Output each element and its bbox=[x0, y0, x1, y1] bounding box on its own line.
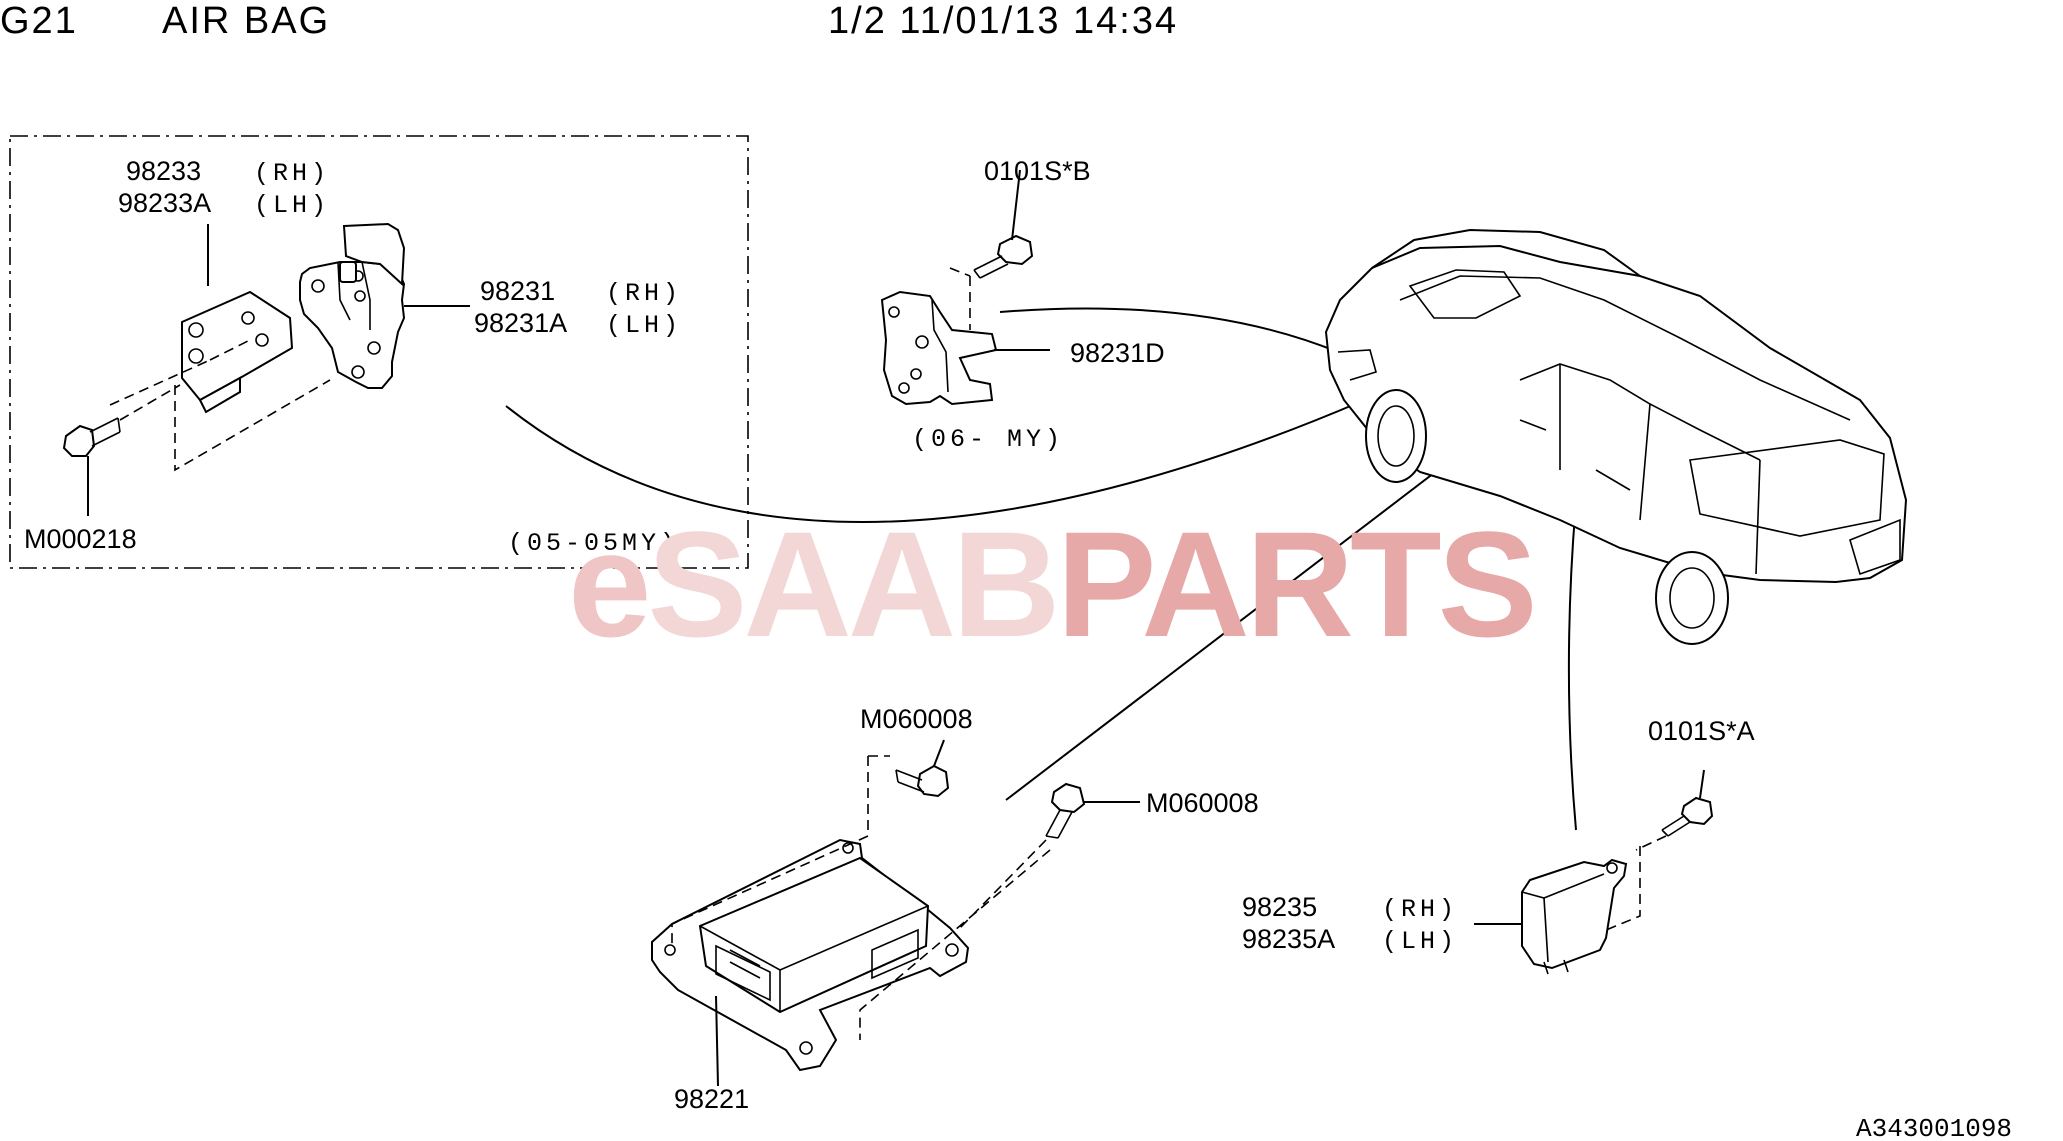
variant-rh-98235: (RH) bbox=[1382, 895, 1458, 924]
part-number-0101sa: 0101S*A bbox=[1648, 716, 1755, 746]
bolt-0101sb-part bbox=[973, 234, 1034, 279]
variant-rh-98231: (RH) bbox=[606, 279, 682, 308]
part-number-m000218: M000218 bbox=[24, 524, 137, 554]
variant-lh-98231a: (LH) bbox=[606, 311, 682, 340]
bolt-0101sa-part bbox=[1661, 796, 1714, 837]
sensor-bracket-part bbox=[181, 290, 294, 414]
diagram-code: G21 bbox=[0, 0, 78, 42]
part-number-98233: 98233 bbox=[126, 156, 201, 186]
screw-m060008-left-part bbox=[895, 764, 950, 798]
car-silhouette bbox=[1324, 228, 1908, 645]
part-number-98231: 98231 bbox=[480, 276, 555, 306]
part-number-0101sb: 0101S*B bbox=[984, 156, 1091, 186]
part-number-m060008-right: M060008 bbox=[1146, 788, 1259, 818]
esaabparts-watermark: eSAABPARTS bbox=[568, 498, 1538, 671]
part-number-98235a: 98235A bbox=[1242, 924, 1335, 954]
inset-frame bbox=[9, 135, 749, 569]
side-impact-sensor-part bbox=[1521, 858, 1628, 975]
diagram-title: AIR BAG bbox=[162, 0, 331, 42]
part-number-98231d: 98231D bbox=[1070, 338, 1165, 368]
airbag-control-unit-part bbox=[651, 838, 970, 1072]
part-number-m060008-left: M060008 bbox=[860, 704, 973, 734]
variant-lh-98235a: (LH) bbox=[1382, 927, 1458, 956]
bracket-98231d-part bbox=[880, 290, 998, 406]
diagram-id: A343001098 bbox=[1856, 1114, 2012, 1141]
part-number-98231a: 98231A bbox=[474, 308, 567, 338]
airbag-sensor-bracket-part bbox=[299, 222, 406, 389]
inset-period-label: (05-05MY) bbox=[508, 529, 679, 558]
part-number-98233a: 98233A bbox=[118, 188, 211, 218]
watermark-parts: PARTS bbox=[1056, 500, 1537, 668]
watermark-e: e bbox=[568, 500, 651, 668]
bolt-m000218-part bbox=[62, 417, 121, 457]
variant-lh-98233a: (LH) bbox=[254, 191, 330, 220]
part-number-98221: 98221 bbox=[674, 1084, 749, 1114]
page-date-stamp: 1/2 11/01/13 14:34 bbox=[828, 0, 1179, 42]
screw-m060008-right-part bbox=[1045, 782, 1086, 839]
bracket-d-period-label: (06- MY) bbox=[912, 425, 1064, 454]
watermark-saab: SAAB bbox=[647, 500, 1060, 668]
part-number-98235: 98235 bbox=[1242, 892, 1317, 922]
variant-rh-98233: (RH) bbox=[254, 159, 330, 188]
